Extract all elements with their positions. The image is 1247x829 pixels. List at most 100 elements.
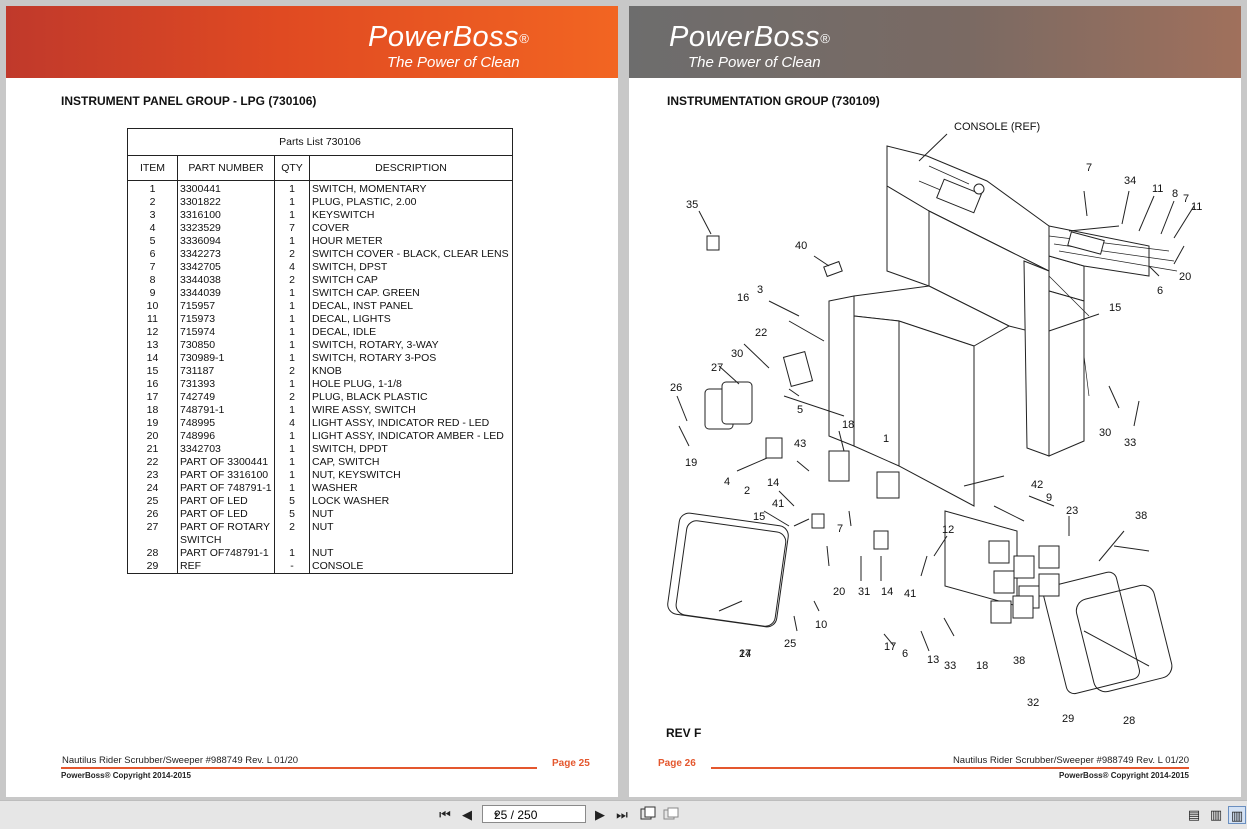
- cell-description: KEYSWITCH: [309, 209, 513, 222]
- page-title: INSTRUMENTATION GROUP (730109): [667, 94, 880, 108]
- cell-description: SWITCH, ROTARY, 3-WAY: [309, 339, 513, 352]
- brand-logo: PowerBoss®: [368, 21, 530, 53]
- cell-qty: -: [274, 560, 310, 574]
- cell-qty: 1: [274, 180, 310, 196]
- single-page-view-icon[interactable]: ▤: [1187, 807, 1201, 822]
- callout-number: 7: [1086, 162, 1092, 174]
- callout-number: 7: [837, 523, 843, 535]
- page-number: Page 25: [552, 758, 590, 769]
- cell-description: COVER: [309, 222, 513, 235]
- parts-list-table: Parts List 730106 ITEM PART NUMBER QTY D…: [127, 128, 513, 574]
- cell-item: 19: [127, 417, 178, 430]
- cell-item: 23: [127, 469, 178, 482]
- cell-qty: 1: [274, 339, 310, 352]
- cell-part-number: 715973: [177, 313, 275, 326]
- cell-qty: 1: [274, 235, 310, 248]
- page-number-field[interactable]: 25 / 250 ▾: [482, 805, 586, 823]
- chevron-down-icon[interactable]: ▾: [494, 810, 499, 819]
- cell-item: 12: [127, 326, 178, 339]
- cell-part-number: PART OF748791-1: [177, 547, 275, 560]
- cell-part-number: 731393: [177, 378, 275, 391]
- book-view-icon[interactable]: ▥: [1228, 806, 1246, 824]
- cell-part-number: PART OF 3316100: [177, 469, 275, 482]
- copyright: PowerBoss® Copyright 2014-2015: [1059, 771, 1189, 780]
- cell-description: DECAL, INST PANEL: [309, 300, 513, 313]
- cell-qty: 1: [274, 287, 310, 300]
- last-page-button[interactable]: ⏭: [616, 807, 628, 822]
- callout-number: 1: [883, 433, 889, 445]
- cell-description: SWITCH, MOMENTARY: [309, 180, 513, 196]
- callout-number: 8: [1172, 188, 1178, 200]
- callout-number: 2: [744, 485, 750, 497]
- cell-item: 21: [127, 443, 178, 456]
- callout-number: 3: [757, 284, 763, 296]
- cell-item: 20: [127, 430, 178, 443]
- cell-part-number: 748996: [177, 430, 275, 443]
- fit-width-icon[interactable]: [662, 806, 680, 824]
- footer-rule: [61, 767, 537, 769]
- callout-number: 12: [942, 524, 954, 536]
- cell-description: CAP, SWITCH: [309, 456, 513, 469]
- callout-number: 17: [739, 648, 751, 660]
- callout-number: 30: [1099, 427, 1111, 439]
- console-ref-label: CONSOLE (REF): [954, 121, 1040, 133]
- callout-number: 11: [1191, 201, 1202, 213]
- callout-number: 14: [881, 586, 893, 598]
- first-page-button[interactable]: ⏮: [439, 807, 451, 822]
- prev-page-button[interactable]: ◀: [462, 807, 472, 822]
- callout-number: 28: [1123, 715, 1135, 726]
- callout-number: 25: [784, 638, 796, 650]
- cell-item: 29: [127, 560, 178, 574]
- cell-qty: 1: [274, 482, 310, 495]
- cell-part-number: 3301822: [177, 196, 275, 209]
- callout-number: 30: [731, 348, 743, 360]
- callout-number: 33: [944, 660, 956, 672]
- cell-description: SWITCH CAP: [309, 274, 513, 287]
- cell-item: 2: [127, 196, 178, 209]
- cell-part-number: 3342703: [177, 443, 275, 456]
- cell-qty: 1: [274, 326, 310, 339]
- footer-rule: [711, 767, 1189, 769]
- cell-item: 27: [127, 521, 178, 547]
- cell-description: NUT: [309, 508, 513, 521]
- cell-item: 17: [127, 391, 178, 404]
- header-item: ITEM: [127, 155, 178, 181]
- exploded-parts-diagram: CONSOLE (REF)734118711354020615163223027…: [667, 121, 1202, 726]
- callout-number: 10: [815, 619, 827, 631]
- next-page-button[interactable]: ▶: [595, 807, 605, 822]
- cell-qty: 1: [274, 352, 310, 365]
- cell-description: HOLE PLUG, 1-1/8: [309, 378, 513, 391]
- callout-number: 38: [1135, 510, 1147, 522]
- cell-description: WIRE ASSY, SWITCH: [309, 404, 513, 417]
- callout-number: 22: [755, 327, 767, 339]
- cell-part-number: 730850: [177, 339, 275, 352]
- cell-description: SWITCH, DPDT: [309, 443, 513, 456]
- cell-part-number: PART OF LED: [177, 508, 275, 521]
- cell-description: SWITCH CAP. GREEN: [309, 287, 513, 300]
- cell-description: LIGHT ASSY, INDICATOR RED - LED: [309, 417, 513, 430]
- cell-description: LIGHT ASSY, INDICATOR AMBER - LED: [309, 430, 513, 443]
- cell-part-number: 3344038: [177, 274, 275, 287]
- footer-doc-title: Nautilus Rider Scrubber/Sweeper #988749 …: [62, 755, 299, 766]
- cell-qty: 4: [274, 417, 310, 430]
- fit-page-icon[interactable]: [639, 806, 657, 824]
- header-qty: QTY: [274, 155, 310, 181]
- cell-part-number: PART OF ROTARY SWITCH: [177, 521, 275, 547]
- page-number-value: 25 / 250: [494, 808, 538, 822]
- callout-number: 4: [724, 476, 730, 488]
- two-page-view-icon[interactable]: ▥: [1209, 807, 1223, 822]
- callout-number: 5: [797, 404, 803, 416]
- cell-qty: 5: [274, 495, 310, 508]
- cell-qty: 1: [274, 547, 310, 560]
